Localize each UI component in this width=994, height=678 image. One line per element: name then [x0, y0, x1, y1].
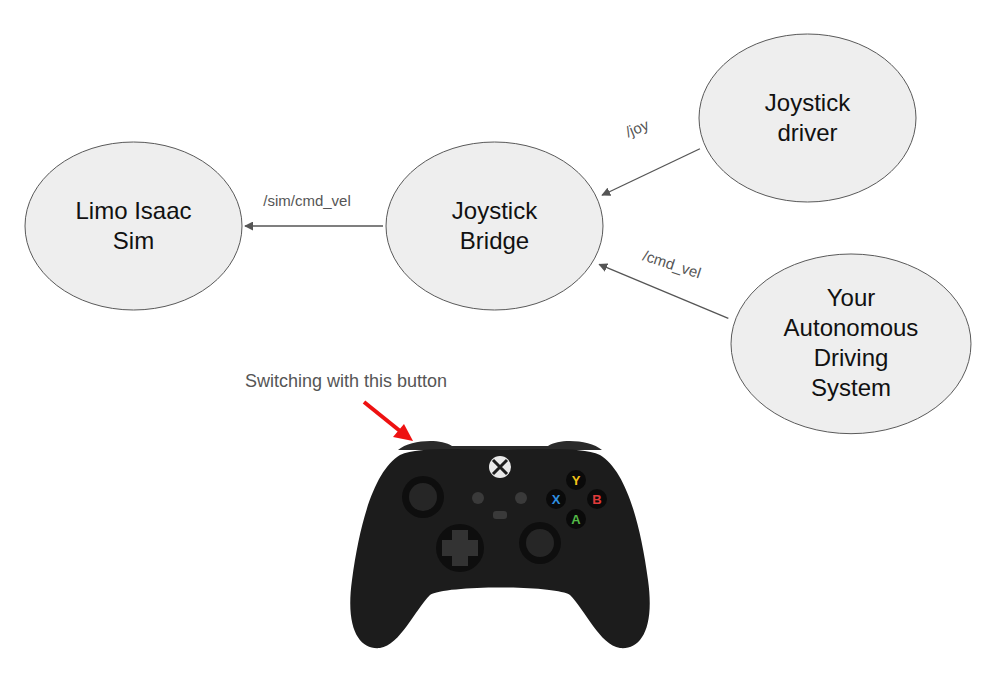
ellipse-node: Limo Isaac Sim: [24, 141, 243, 311]
ellipse-node: Your Autonomous Driving System: [730, 253, 972, 435]
arrow-connector: [602, 149, 700, 195]
topic-label: /cmd_vel: [639, 246, 705, 282]
arrow-connector: [599, 264, 728, 318]
button-letter: B: [592, 493, 601, 506]
arrow-connector: [245, 225, 383, 226]
button-letter: Y: [572, 474, 581, 487]
topic-label: /sim/cmd_vel: [261, 192, 353, 209]
node-label: Joystick Bridge: [425, 196, 565, 256]
red-pointer-arrow: [364, 402, 413, 441]
ellipse-outline: [24, 141, 243, 311]
callout-text: Switching with this button: [245, 372, 447, 390]
gamepad: [350, 441, 649, 648]
ellipse-outline: [730, 253, 972, 435]
ellipse-outline: [698, 33, 917, 203]
button-letter: A: [571, 513, 580, 526]
topic-label: /joy: [621, 115, 653, 141]
ellipse-node: Joystick Bridge: [385, 141, 604, 311]
node-label: Limo Isaac Sim: [64, 196, 204, 256]
button-letter: X: [552, 493, 561, 506]
ellipse-outline: [385, 141, 604, 311]
node-label: Joystick driver: [738, 88, 878, 148]
node-label: Your Autonomous Driving System: [776, 283, 926, 403]
ellipse-node: Joystick driver: [698, 33, 917, 203]
